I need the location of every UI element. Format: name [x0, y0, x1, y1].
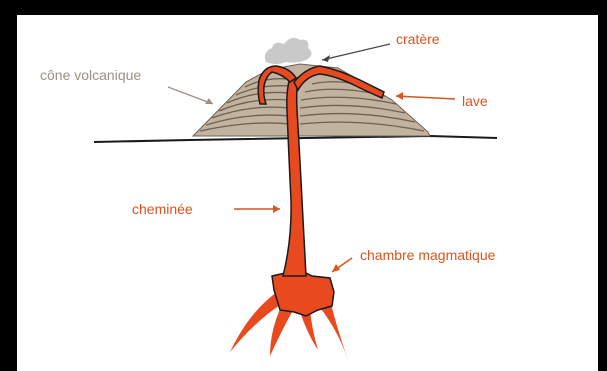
lava-label: lave [462, 93, 488, 109]
crater-label: cratère [396, 31, 440, 47]
chimney-label: cheminée [132, 201, 193, 217]
chimney-arrowhead [273, 205, 280, 213]
cone-arrow [168, 87, 213, 104]
crater-arrowhead [322, 55, 330, 62]
magma-root-mid-left [270, 305, 292, 356]
crater-smoke [265, 38, 312, 64]
crater-arrow [322, 44, 390, 60]
magma-root-mid [300, 310, 318, 350]
chamber-label: chambre magmatique [360, 247, 496, 263]
cone-label: cône volcanique [40, 67, 141, 83]
lava-arrowhead [396, 92, 403, 100]
lava-arrow [396, 96, 455, 99]
